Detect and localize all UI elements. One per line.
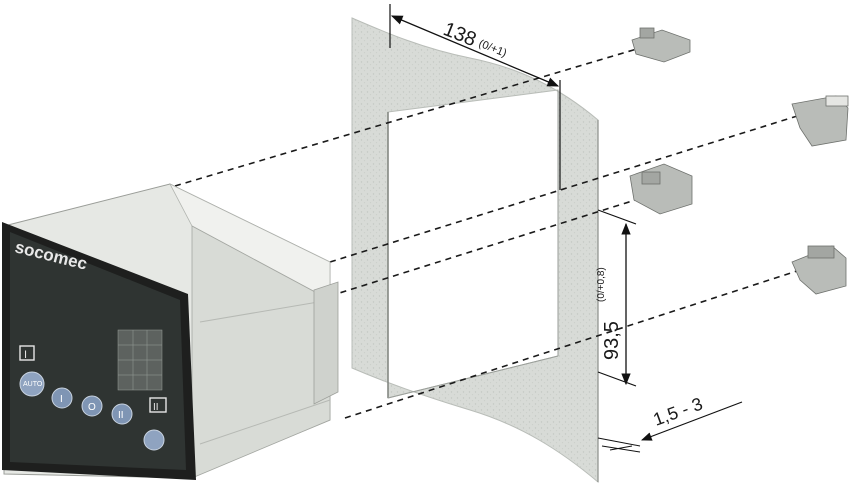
projection-lines <box>174 47 811 419</box>
height-value: 93,5 <box>601 321 623 360</box>
height-tolerance: (0/+0,8) <box>596 267 607 302</box>
width-value: 138 <box>440 18 479 51</box>
status-grid <box>117 329 163 391</box>
position-I-label: I <box>24 349 27 361</box>
position-I-button[interactable] <box>51 387 73 409</box>
mounting-clip-4 <box>791 245 847 295</box>
position-O-button-label: O <box>88 402 96 413</box>
device-front: socomec I II AUTO I O II <box>2 222 196 480</box>
position-II-indicator <box>149 397 167 413</box>
position-I-button-label: I <box>60 394 63 405</box>
height-dimension: 93,5 (0/+0,8) <box>596 209 637 387</box>
position-II-button[interactable] <box>111 403 133 425</box>
mounting-clip-1 <box>631 27 691 63</box>
mounting-clip-3 <box>629 163 693 215</box>
width-tolerance: (0/+1) <box>477 38 508 60</box>
thickness-value: 1,5 - 3 <box>651 394 706 430</box>
mounting-clip-2 <box>791 95 849 147</box>
auto-button-label: AUTO <box>23 381 43 388</box>
auto-button[interactable] <box>19 371 45 397</box>
position-O-button[interactable] <box>81 395 103 417</box>
position-I-indicator <box>19 345 35 361</box>
position-II-button-label: II <box>118 410 124 421</box>
mounting-panel <box>351 17 599 484</box>
thickness-dimension: 1,5 - 3 <box>597 394 743 453</box>
test-button[interactable] <box>143 429 165 451</box>
position-II-label: II <box>153 402 159 413</box>
